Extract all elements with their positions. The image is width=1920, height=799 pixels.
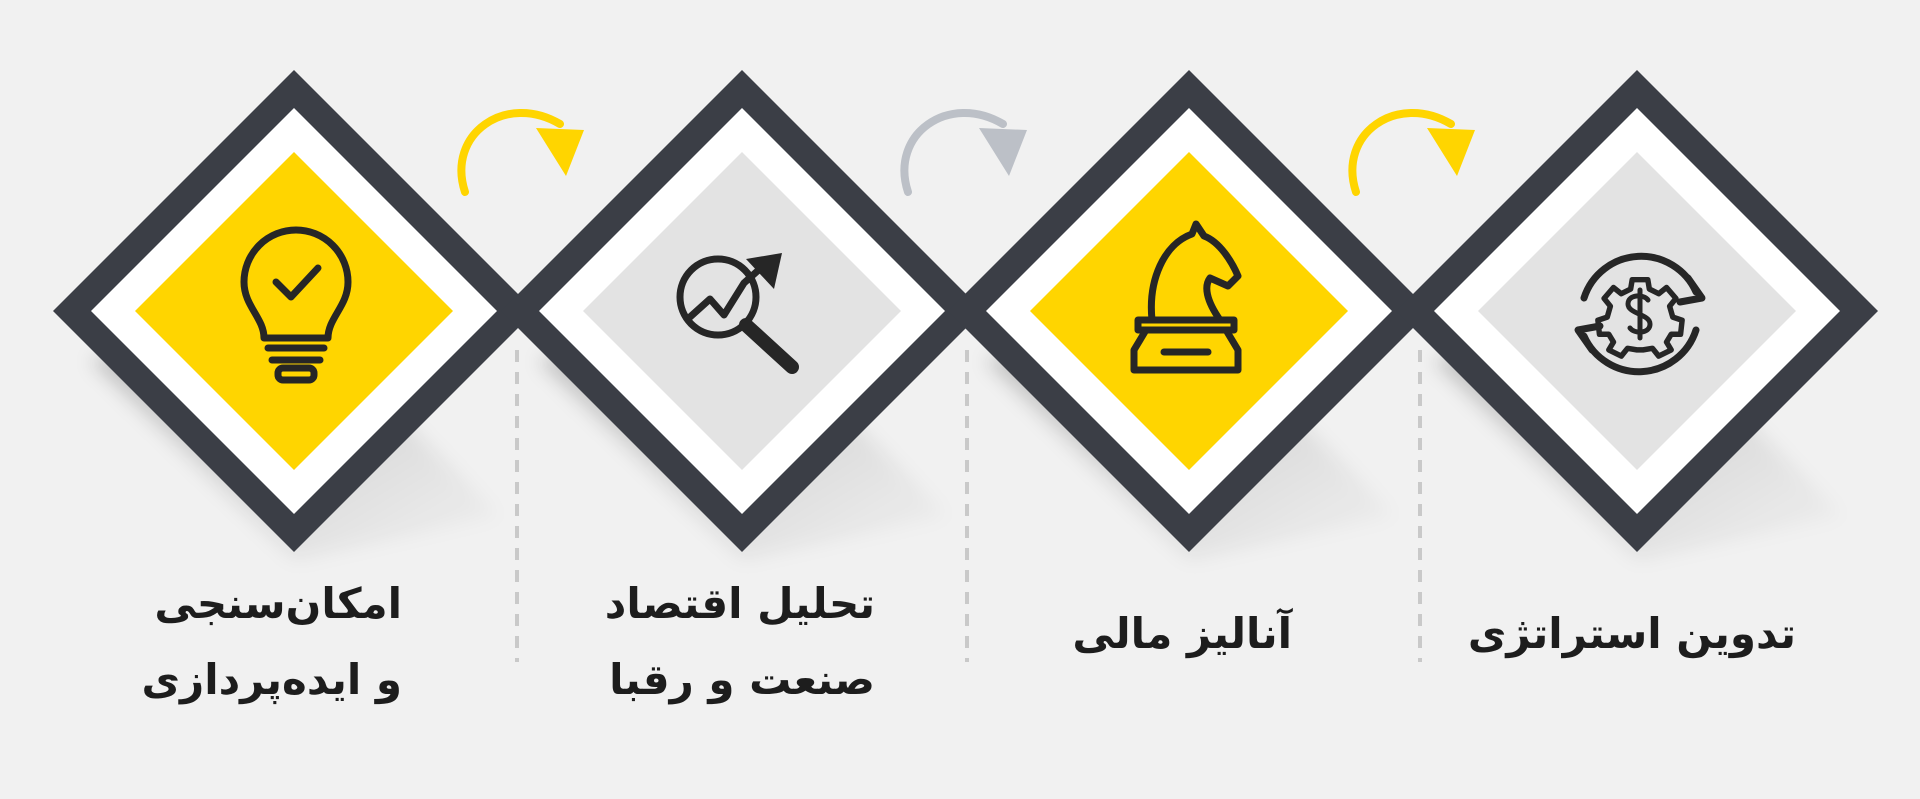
diamond-fill: [583, 152, 901, 470]
lightbulb-check-icon: [240, 226, 352, 384]
stage-market: [501, 70, 983, 560]
label-line: امکان‌سنجی: [154, 579, 402, 628]
stage-finance: [948, 70, 1430, 560]
label-line: تدوین استراتژی: [1467, 609, 1796, 658]
stage-label-idea: امکان‌سنجی و ایده‌پردازی: [142, 566, 402, 718]
dividers: [515, 350, 1422, 662]
label-line: تحلیل اقتصاد: [604, 579, 875, 628]
label-line: صنعت و رقبا: [609, 655, 875, 704]
stage-label-finance: آنالیز مالی: [1072, 596, 1292, 672]
chess-knight-icon: [1130, 220, 1242, 374]
gear-dollar-cycle-icon: [1574, 252, 1706, 376]
diamond-fill: [135, 152, 453, 470]
stage-label-strategy: تدوین استراتژی: [1468, 596, 1796, 672]
label-line: و ایده‌پردازی: [141, 655, 402, 704]
arrow-3-icon: [1348, 109, 1475, 196]
arrow-2-icon: [900, 109, 1027, 196]
magnifier-growth-chart-icon: [676, 253, 799, 374]
label-line: آنالیز مالی: [1072, 609, 1292, 658]
stage-idea: [53, 70, 535, 560]
arrow-1-icon: [457, 109, 584, 196]
stage-label-market: تحلیل اقتصاد صنعت و رقبا: [605, 566, 875, 718]
stage-strategy: [1396, 70, 1878, 560]
diamond-fill: [1030, 152, 1348, 470]
